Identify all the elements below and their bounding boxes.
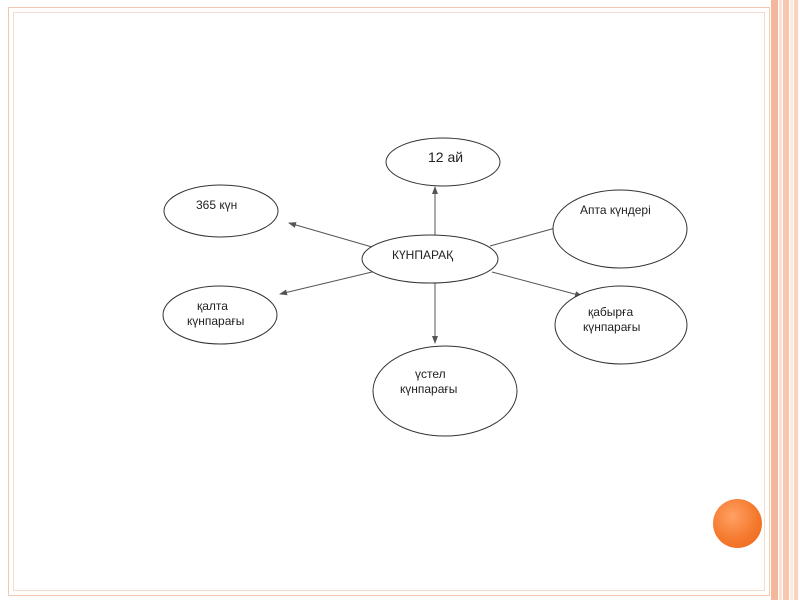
node-wall-label-line1: қабырға — [588, 305, 633, 319]
node-desk-calendar: үстел күнпарағы — [372, 345, 518, 437]
node-365-days-label: 365 күн — [196, 198, 237, 212]
decor-orange-circle — [713, 499, 762, 548]
decor-stripe — [790, 0, 793, 600]
node-weekdays-label: Апта күндері — [580, 203, 651, 217]
decor-stripe — [794, 0, 798, 600]
center-node-label: КҮНПАРАҚ — [392, 248, 453, 262]
node-months-label: 12 ай — [428, 149, 463, 165]
node-desk-label-line1: үстел — [415, 367, 446, 381]
node-pocket-calendar: қалта күнпарағы — [162, 285, 278, 345]
decor-stripe — [779, 0, 782, 600]
edge-to-pocket — [279, 271, 373, 296]
node-desk-label-line2: күнпарағы — [400, 382, 457, 396]
node-pocket-label-line1: қалта — [197, 299, 228, 313]
node-wall-calendar: қабырға күнпарағы — [554, 285, 688, 365]
decor-stripe — [771, 0, 778, 600]
node-365-days: 365 күн — [163, 184, 279, 238]
decor-stripe — [783, 0, 789, 600]
slide-frame-outer — [8, 7, 770, 596]
edge-to-365-days — [288, 222, 373, 248]
node-months: 12 ай — [385, 137, 501, 187]
center-node: КҮНПАРАҚ — [361, 234, 499, 284]
node-pocket-label-line2: күнпарағы — [187, 314, 244, 328]
edge-to-wall — [491, 271, 583, 298]
slide-frame-inner — [13, 12, 765, 591]
node-wall-label-line2: күнпарағы — [583, 320, 640, 334]
node-weekdays: Апта күндері — [552, 189, 688, 269]
